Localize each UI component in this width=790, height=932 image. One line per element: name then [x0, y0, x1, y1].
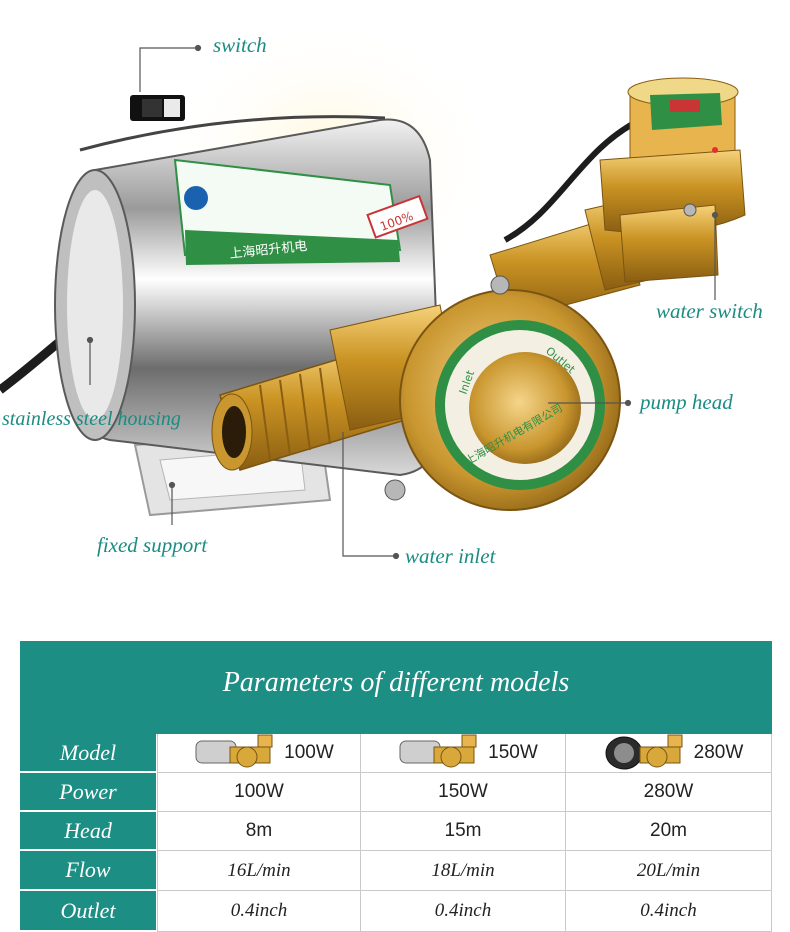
- pump-head: Outlet Inlet 上海昭升机电有限公司: [384, 275, 621, 511]
- callout-leaders: [86, 44, 719, 560]
- table-row-flow: Flow 16L/min 18L/min 20L/min: [20, 851, 772, 891]
- row-label: Outlet: [20, 891, 156, 932]
- table-row-head: Head 8m 15m 20m: [20, 812, 772, 851]
- water-switch-cable: [503, 117, 642, 243]
- row-label: Head: [20, 812, 156, 851]
- rocker-switch: [130, 95, 185, 121]
- table-title: Parameters of different models: [20, 641, 772, 734]
- callout-water-switch: water switch: [656, 299, 763, 323]
- product-illustration: 上海昭升机电 100% Outlet Inlet 上海昭升机电有限公司: [0, 20, 763, 568]
- model-cell-1: 100W: [157, 734, 360, 773]
- model-cell-2: 150W: [360, 734, 565, 773]
- head-cell-2: 15m: [360, 812, 565, 851]
- model-name: 150W: [488, 742, 538, 763]
- head-cell-1: 8m: [157, 812, 360, 851]
- flow-cell-3: 20L/min: [565, 851, 772, 891]
- water-switch-box: [599, 77, 746, 283]
- head-cell-3: 20m: [565, 812, 772, 851]
- pump-thumbnail-icon: [399, 734, 477, 768]
- pump-drawing: 上海昭升机电 100% Outlet Inlet 上海昭升机电有限公司: [0, 20, 746, 560]
- outlet-cell-3: 0.4inch: [565, 891, 772, 932]
- power-cell-1: 100W: [157, 773, 360, 812]
- model-cell-3: 280W: [565, 734, 772, 773]
- model-name: 100W: [284, 742, 334, 763]
- table-row-model: Model 100W 150W: [20, 734, 772, 773]
- power-cell-2: 150W: [360, 773, 565, 812]
- table-row-outlet: Outlet 0.4inch 0.4inch 0.4inch: [20, 891, 772, 932]
- callout-housing: stainless steel housing: [2, 408, 181, 430]
- row-label: Flow: [20, 851, 156, 891]
- pump-thumbnail-icon: [195, 734, 273, 768]
- parameters-table: Parameters of different models Model 100…: [20, 641, 772, 932]
- row-label: Power: [20, 773, 156, 812]
- pump-thumbnail-icon: [605, 734, 683, 770]
- table-row-power: Power 100W 150W 280W: [20, 773, 772, 812]
- callout-pump-head: pump head: [640, 390, 733, 414]
- row-label: Model: [20, 734, 156, 773]
- flow-cell-2: 18L/min: [360, 851, 565, 891]
- label-plate: 上海昭升机电 100%: [173, 158, 429, 265]
- callout-switch: switch: [213, 33, 267, 57]
- power-cell-3: 280W: [565, 773, 772, 812]
- outlet-cell-2: 0.4inch: [360, 891, 565, 932]
- flow-cell-1: 16L/min: [157, 851, 360, 891]
- outlet-cell-1: 0.4inch: [157, 891, 360, 932]
- callout-fixed-support: fixed support: [97, 533, 208, 557]
- model-name: 280W: [693, 742, 744, 763]
- callout-water-inlet: water inlet: [405, 544, 496, 568]
